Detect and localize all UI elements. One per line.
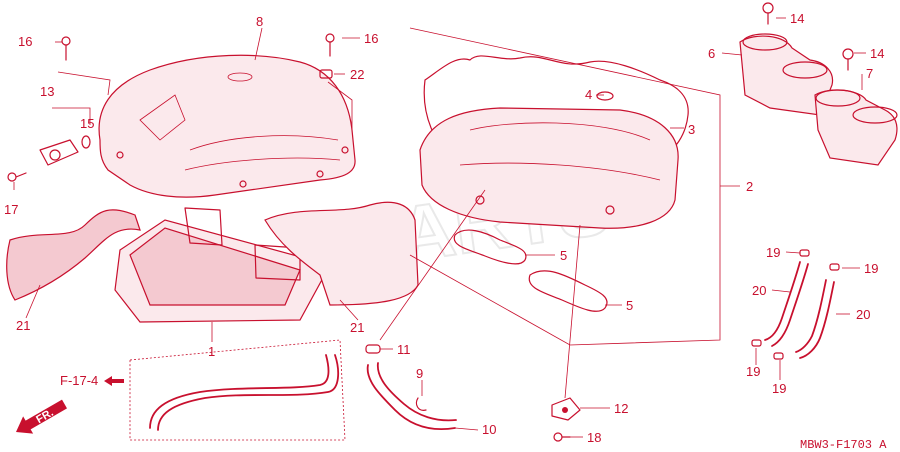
part-5-gasket-upper [453, 229, 527, 265]
part-7-air-funnel [814, 89, 898, 166]
callout-22: 22 [350, 67, 364, 82]
part-14-screw-mid [842, 48, 854, 71]
callout-16-left: 16 [18, 34, 32, 49]
part-12-drain-plug [551, 397, 581, 421]
callout-labels: 8 16 16 22 13 15 17 21 1 21 4 3 2 5 5 14… [4, 11, 884, 445]
callout-20-right: 20 [856, 307, 870, 322]
callout-5-lower: 5 [626, 298, 633, 313]
part-5-gasket-lower [528, 270, 608, 312]
callout-6: 6 [708, 46, 715, 61]
callout-17: 17 [4, 202, 18, 217]
part-2-air-cleaner-case [419, 91, 679, 229]
callout-7: 7 [866, 66, 873, 81]
part-6-air-funnel [739, 33, 834, 116]
part-19-clips [751, 249, 840, 360]
callout-11: 11 [397, 342, 411, 357]
callout-18: 18 [587, 430, 601, 445]
callout-15: 15 [80, 116, 94, 131]
callout-5-upper: 5 [560, 248, 567, 263]
callout-19-a: 19 [766, 245, 780, 260]
callout-2: 2 [746, 179, 753, 194]
arrow-left-icon [104, 376, 124, 386]
part-16-screw-left [61, 36, 71, 61]
reference-label: F-17-4 [60, 373, 98, 388]
part-21-seal-right [264, 201, 419, 306]
arrow-front-icon [16, 399, 67, 434]
front-direction-indicator: FR. [16, 399, 67, 434]
part-9-clamp [415, 397, 427, 411]
callout-14-top: 14 [790, 11, 804, 26]
part-17-screw [7, 172, 27, 182]
part-20-tube-right [795, 279, 835, 359]
callout-21-right: 21 [350, 320, 364, 335]
part-13-breather-joint [39, 135, 91, 166]
callout-9: 9 [416, 366, 423, 381]
part-11-clip [365, 344, 381, 354]
part-21-seal-left [6, 209, 141, 301]
callout-13: 13 [40, 84, 54, 99]
part-10-drain-tube [366, 362, 457, 430]
callout-10: 10 [482, 422, 496, 437]
callout-20-left: 20 [752, 283, 766, 298]
part-22-grommet [319, 69, 333, 79]
part-20-tube-left [764, 261, 809, 347]
callout-4: 4 [585, 87, 592, 102]
callout-19-c: 19 [746, 364, 760, 379]
callout-14-mid: 14 [870, 46, 884, 61]
part-16-screw-mid [325, 33, 335, 57]
callout-1: 1 [208, 344, 215, 359]
part-18-screw [553, 432, 571, 442]
callout-8: 8 [256, 14, 263, 29]
callout-19-d: 19 [772, 381, 786, 396]
part-14-screw-top [762, 2, 774, 25]
diagram-code: MBW3-F1703 A [800, 438, 887, 452]
callout-19-b: 19 [864, 261, 878, 276]
callout-3: 3 [688, 122, 695, 137]
leader-lines [13, 17, 866, 438]
reference-box [129, 339, 346, 441]
callout-21-left: 21 [16, 318, 30, 333]
callout-16-mid: 16 [364, 31, 378, 46]
callout-12: 12 [614, 401, 628, 416]
part-1-filter-element [114, 207, 331, 323]
part-8-housing-cover [98, 54, 356, 198]
